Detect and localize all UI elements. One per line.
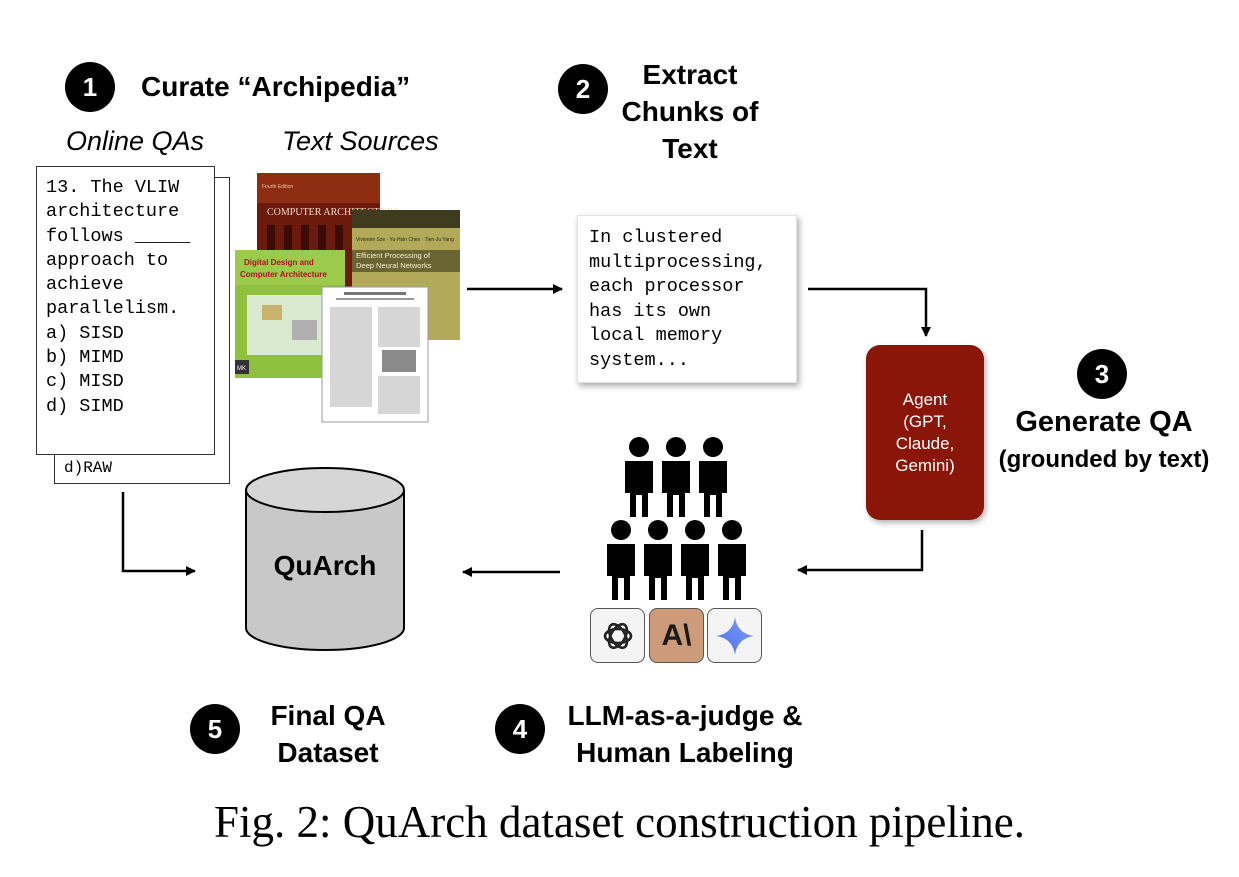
- step-2-badge: 2: [558, 64, 608, 114]
- quarch-database-icon: [245, 467, 405, 651]
- svg-text:Deep Neural Networks: Deep Neural Networks: [356, 261, 432, 270]
- qa-back-sheet-text: d)RAW: [64, 459, 113, 477]
- arrow-chunk-to-agent: [808, 287, 931, 337]
- step-5-badge: 5: [190, 704, 240, 754]
- svg-text:COMPUTER ARCHITECTURE: COMPUTER ARCHITECTURE: [267, 207, 400, 218]
- svg-text:MK: MK: [237, 366, 246, 372]
- svg-text:Fourth Edition: Fourth Edition: [262, 184, 293, 190]
- online-qas-label: Online QAs: [66, 126, 205, 156]
- step-3-title: Generate QA (grounded by text): [998, 406, 1210, 473]
- gemini-logo-icon: [707, 608, 762, 663]
- svg-text:Digital Design and: Digital Design and: [244, 258, 314, 267]
- svg-text:Efficient Processing of: Efficient Processing of: [356, 251, 431, 260]
- anthropic-logo-icon: A\: [649, 608, 704, 663]
- step-2-number: 2: [575, 73, 591, 104]
- text-chunk-card: [577, 215, 797, 383]
- arrow-agent-to-judges: [797, 530, 924, 575]
- figure-caption: Fig. 2: QuArch dataset construction pipe…: [213, 797, 1026, 847]
- svg-text:Computer Architecture: Computer Architecture: [240, 270, 327, 279]
- step-2-title: Extract Chunks of Text: [621, 59, 759, 164]
- human-labelers-icon: [607, 437, 746, 600]
- step-3-badge: 3: [1077, 349, 1127, 399]
- step-1-badge: 1: [65, 62, 115, 112]
- svg-text:Vivienne Sze · Yu-Hsin Chen ·: Vivienne Sze · Yu-Hsin Chen · Tien-Ju Ya…: [356, 237, 454, 243]
- text-sources-label: Text Sources: [282, 126, 439, 156]
- step-4-badge: 4: [495, 704, 545, 754]
- research-paper: [321, 286, 429, 423]
- dataset-label: QuArch: [273, 550, 377, 581]
- step-5-number: 5: [207, 713, 223, 744]
- step-1-number: 1: [82, 71, 98, 102]
- step-1-title: Curate “Archipedia”: [141, 71, 411, 102]
- arrow-qas-to-dataset: [121, 492, 196, 576]
- step-4-title: LLM-as-a-judge & Human Labeling: [567, 700, 803, 768]
- step-4-number: 4: [512, 713, 528, 744]
- step-3-number: 3: [1094, 358, 1110, 389]
- agent-box: Agent (GPT, Claude, Gemini): [866, 345, 984, 520]
- text-sources-books: Fourth Edition COMPUTER ARCHITECTURE Viv…: [235, 173, 460, 423]
- qa-sheet-front: [36, 166, 215, 455]
- openai-logo-icon: [590, 608, 645, 663]
- step-5-title: Final QA Dataset: [270, 700, 386, 768]
